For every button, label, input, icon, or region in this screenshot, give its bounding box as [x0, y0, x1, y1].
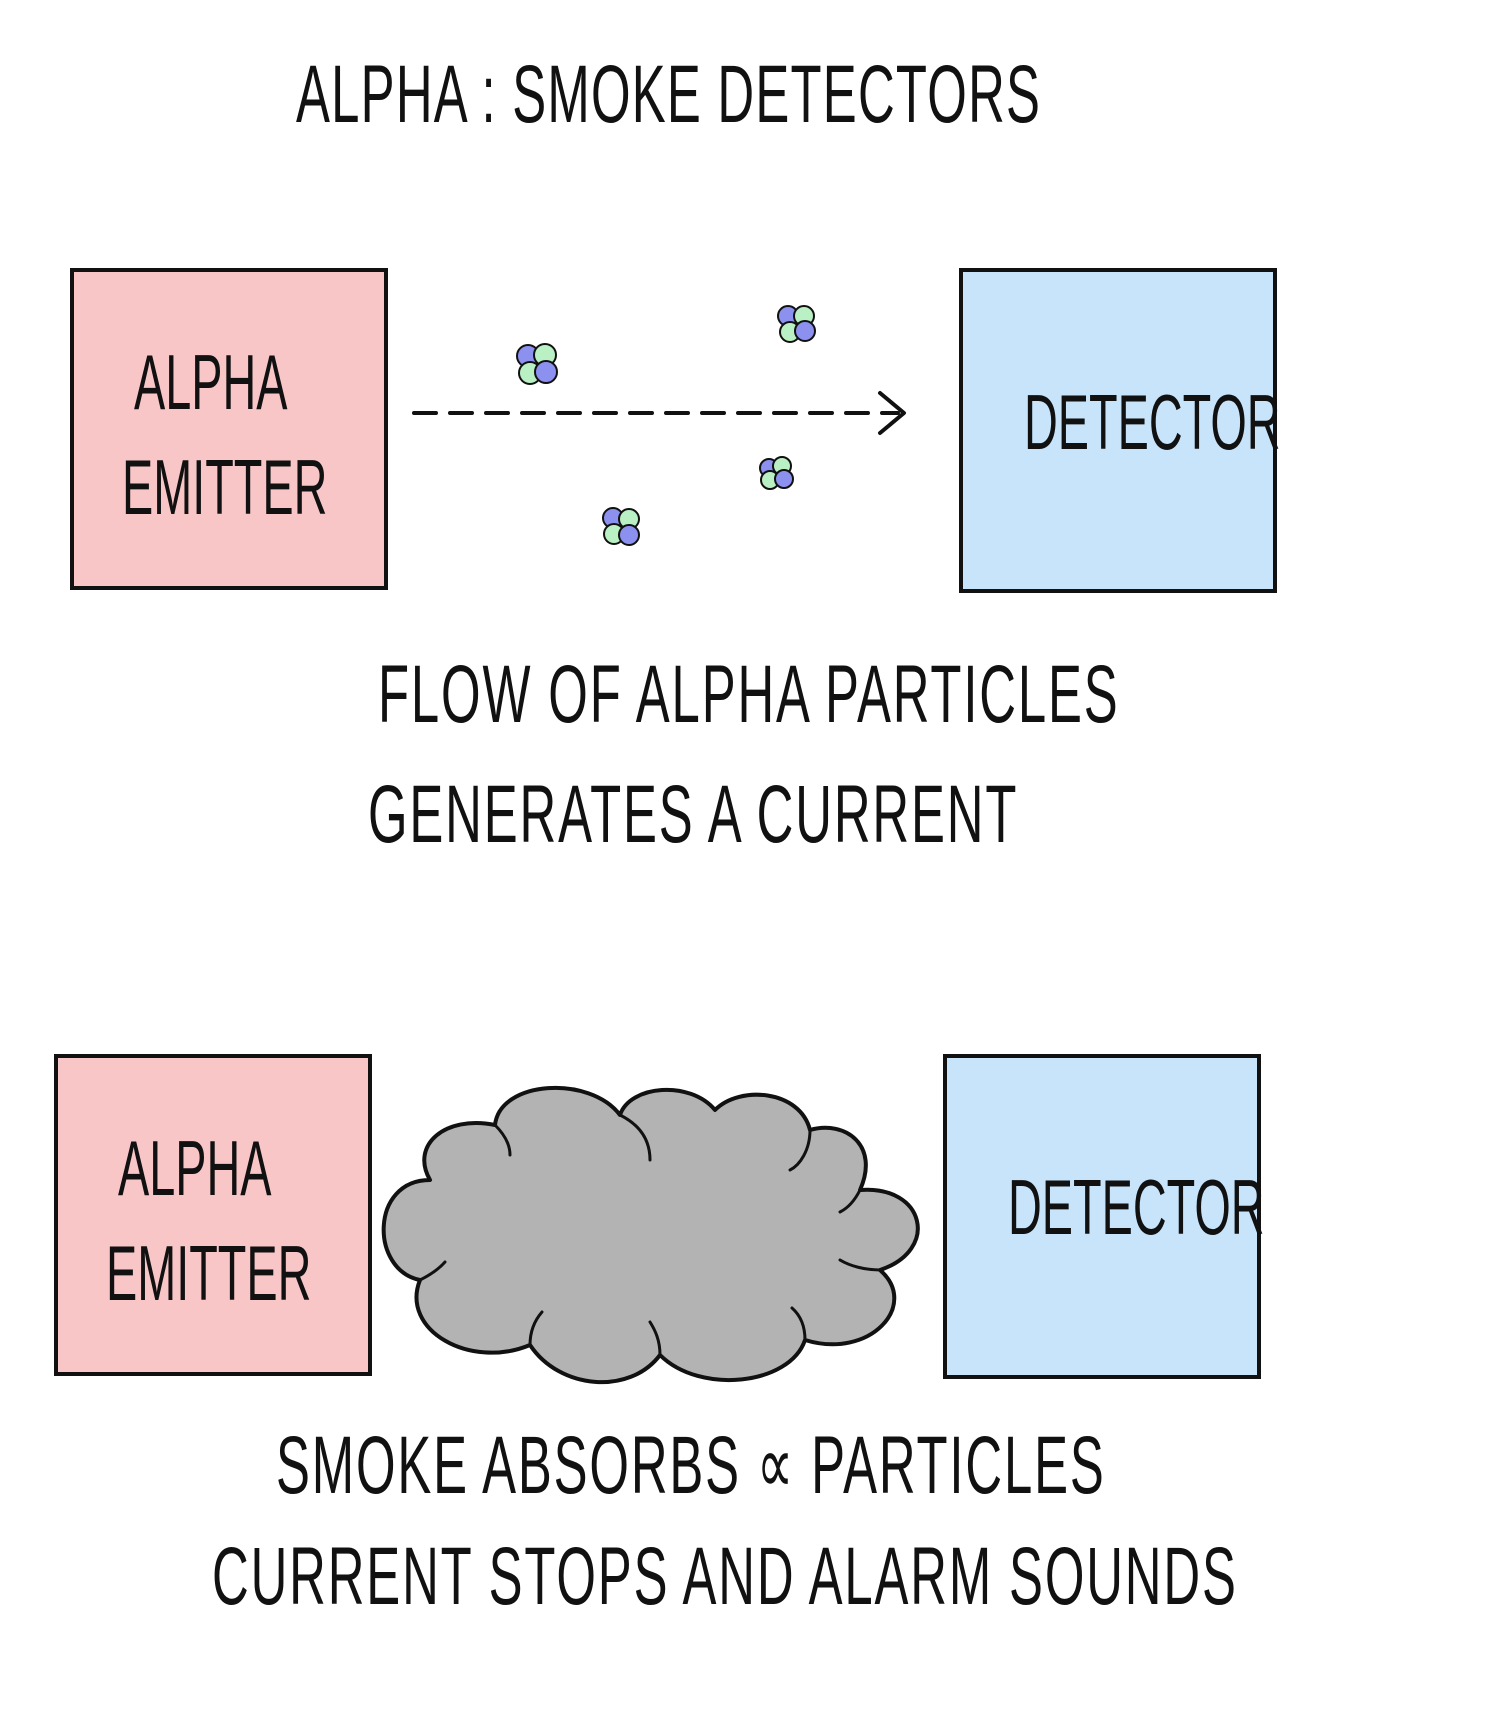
arrow-right-icon — [412, 391, 906, 435]
detector-label: DETECTOR — [1024, 378, 1281, 466]
emitter-label-line1-bottom: ALPHA — [118, 1124, 272, 1212]
bottom-caption-line1: SMOKE ABSORBS ∝ PARTICLES — [276, 1420, 1106, 1511]
detector-box — [959, 268, 1277, 593]
top-caption-line2: GENERATES A CURRENT — [368, 769, 1019, 860]
alpha-emitter-box — [70, 268, 388, 590]
top-caption-line1: FLOW OF ALPHA PARTICLES — [378, 649, 1120, 740]
alpha-emitter-box-bottom — [54, 1054, 372, 1376]
alpha-particle-icon — [777, 305, 816, 343]
alpha-particle-icon — [759, 456, 794, 490]
emitter-label-line2: EMITTER — [122, 443, 328, 531]
diagram-title: ALPHA : SMOKE DETECTORS — [296, 49, 1042, 140]
emitter-label-line2-bottom: EMITTER — [106, 1229, 312, 1317]
bottom-caption-line2: CURRENT STOPS AND ALARM SOUNDS — [212, 1531, 1238, 1622]
smoke-cloud-icon — [381, 1085, 920, 1385]
alpha-particle-icon — [516, 343, 558, 385]
detector-label-bottom: DETECTOR — [1008, 1163, 1265, 1251]
emitter-label-line1: ALPHA — [134, 338, 288, 426]
detector-box-bottom — [943, 1054, 1261, 1379]
alpha-particle-icon — [602, 507, 640, 546]
